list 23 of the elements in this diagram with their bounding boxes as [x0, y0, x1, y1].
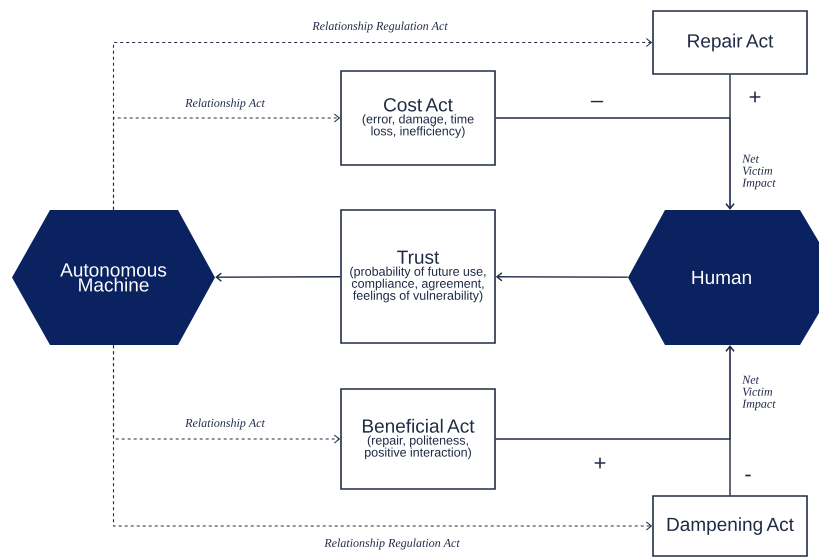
process-box: Cost Act (error, damage, time loss, inefficiency): [340, 70, 496, 166]
process-box: Dampening Act: [652, 495, 808, 557]
edge-label: Relationship Act: [185, 98, 266, 110]
edge-label: Relationship Regulation Act: [324, 538, 460, 550]
sign-label: -: [745, 474, 751, 476]
process-box: Trust (probability of future use, compliance, agreement, feelings of vulnerability): [340, 209, 496, 344]
edge-label: Relationship Act: [185, 418, 266, 430]
edge-label: Relationship Regulation Act: [312, 22, 448, 32]
arrow: [112, 114, 340, 210]
arrow: [215, 272, 340, 282]
arrow: [496, 117, 735, 210]
arrow: [112, 345, 652, 530]
arrow: [725, 345, 735, 496]
impact-label: Net Victim Impact: [742, 376, 776, 410]
hexagon-node: Autonomous Machine: [12, 210, 215, 345]
impact-label: Net Victim Impact: [742, 154, 776, 190]
arrow: [496, 272, 628, 282]
hexagon-node: Human: [628, 210, 819, 345]
sign-label: –: [590, 100, 604, 102]
sign-label: +: [750, 92, 760, 102]
sign-label: +: [594, 458, 606, 468]
process-box: Repair Act: [652, 10, 808, 75]
process-box: Beneficial Act (repair, politeness, positive interaction): [340, 388, 496, 490]
